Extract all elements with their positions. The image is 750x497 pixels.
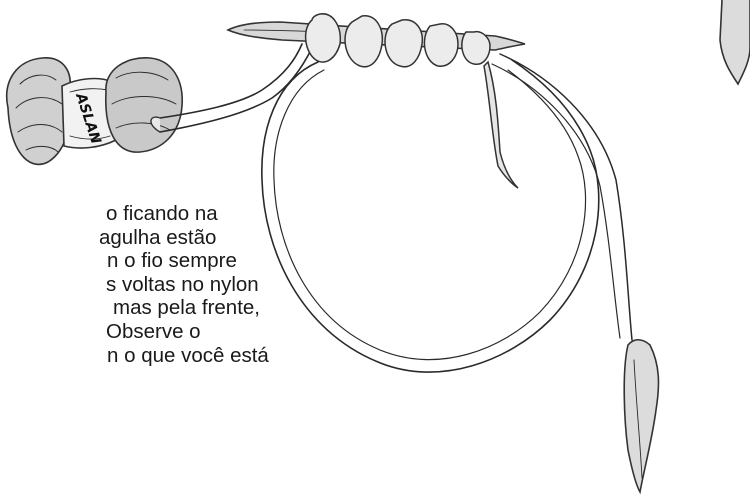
nylon-cable — [262, 54, 632, 372]
instruction-line: o ficando na — [0, 202, 240, 226]
stitches-on-needle — [306, 14, 490, 67]
yarn-ball: ASLAN — [7, 58, 182, 165]
instruction-line: mas pela frente, — [0, 296, 240, 320]
instruction-line: agulha estão — [0, 226, 240, 250]
instruction-line: Observe o — [0, 320, 240, 344]
needle-tip-top-right — [720, 0, 750, 84]
instruction-line: n o fio sempre — [0, 249, 240, 273]
instruction-line: n o que você está — [0, 344, 240, 368]
instruction-line: s voltas no nylon — [0, 273, 240, 297]
instruction-text: o ficando na agulha estão n o fio sempre… — [0, 202, 240, 367]
yarn-tail — [484, 62, 518, 188]
